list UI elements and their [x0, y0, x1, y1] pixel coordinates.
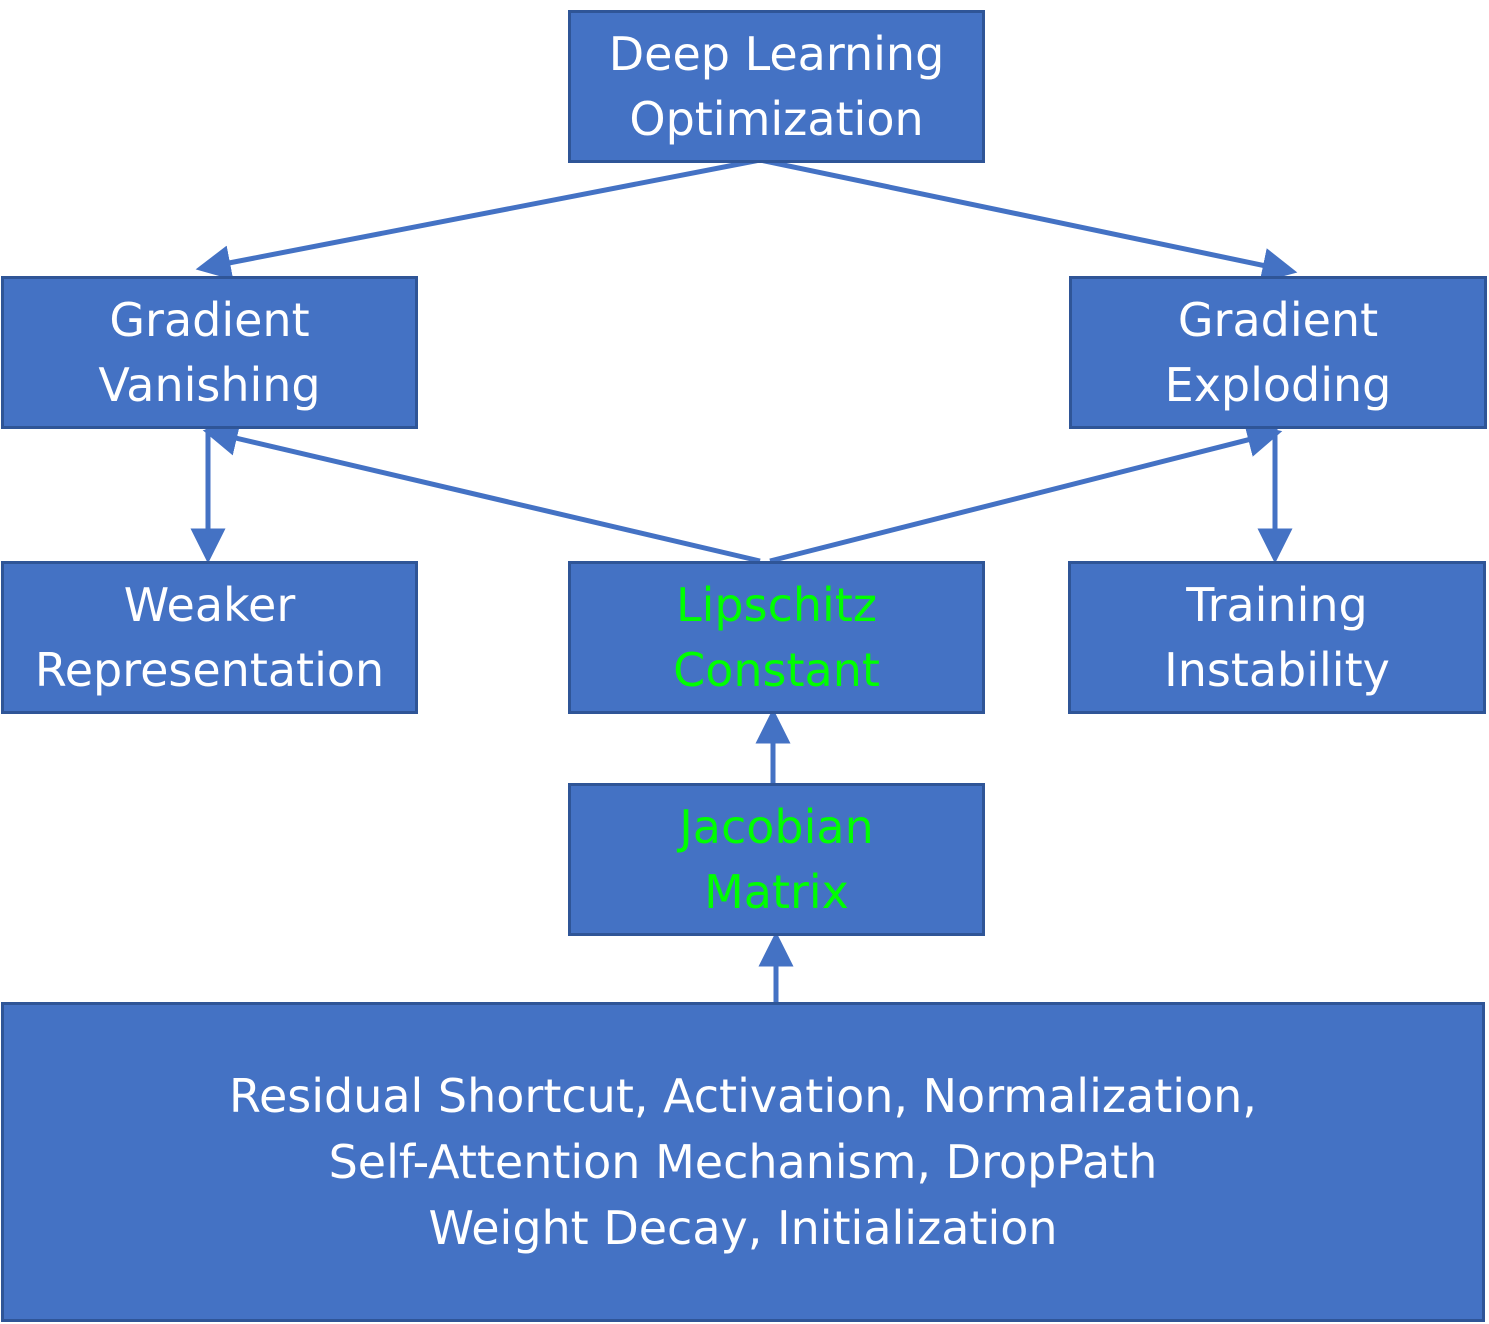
node-factors: Residual Shortcut, Activation, Normaliza… [1, 1002, 1485, 1322]
node-jacobian-matrix: Jacobian Matrix [568, 783, 985, 936]
node-deep-learning-optimization: Deep Learning Optimization [568, 10, 985, 163]
node-label-line: Deep Learning [608, 26, 945, 81]
node-gradient-exploding: Gradient Exploding [1069, 276, 1487, 429]
node-gradient-vanishing: Gradient Vanishing [1, 276, 418, 429]
node-label-line: Exploding [1164, 357, 1392, 412]
node-label-line: Constant [673, 642, 880, 697]
node-label-line: Lipschitz [676, 577, 877, 632]
node-label-line: Gradient [109, 292, 310, 347]
edge-optimization-to-exploding [759, 157, 1298, 283]
node-label-line: Instability [1164, 642, 1390, 697]
node-label-line: Residual Shortcut, Activation, Normaliza… [229, 1069, 1257, 1123]
node-lipschitz-constant: Lipschitz Constant [568, 561, 985, 714]
node-label-line: Jacobian [679, 799, 874, 854]
edge-lipschitz-to-exploding [769, 422, 1283, 564]
node-label-line: Self-Attention Mechanism, DropPath [328, 1135, 1158, 1189]
node-label-line: Representation [34, 642, 385, 697]
node-weaker-representation: Weaker Representation [1, 561, 418, 714]
edge-lipschitz-to-vanishing [202, 421, 761, 564]
node-label-line: Vanishing [98, 357, 321, 412]
node-label-line: Weaker [123, 577, 296, 632]
node-label-line: Optimization [629, 91, 924, 146]
node-label-line: Training [1186, 577, 1368, 632]
node-label-line: Weight Decay, Initialization [428, 1201, 1058, 1255]
edge-optimization-to-vanishing [195, 157, 761, 280]
node-training-instability: Training Instability [1068, 561, 1486, 714]
node-label-line: Gradient [1177, 292, 1379, 347]
node-label-line: Matrix [704, 864, 849, 919]
